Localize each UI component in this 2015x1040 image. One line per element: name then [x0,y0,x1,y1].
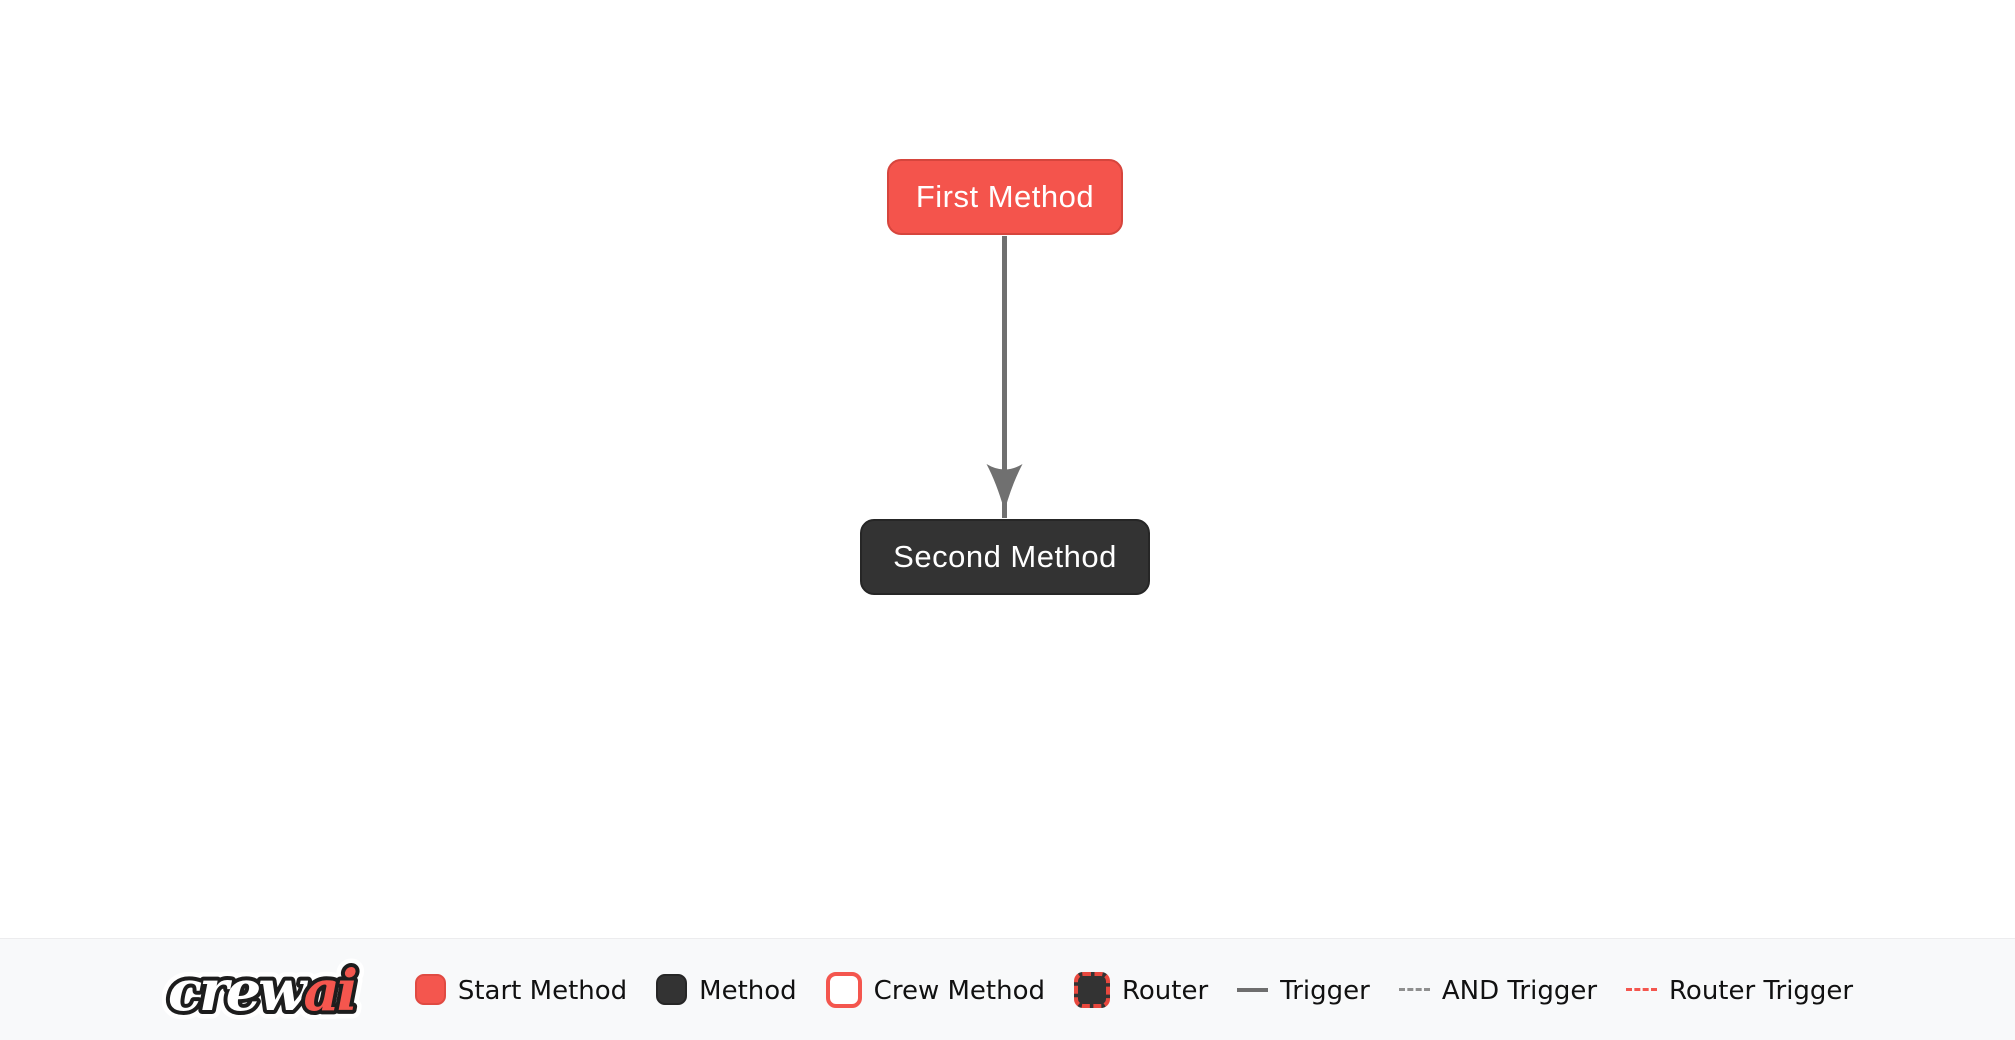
legend-item-crew-method: Crew Method [825,971,1045,1008]
legend-item-trigger: Trigger [1237,976,1370,1004]
edge-layer [986,236,1023,518]
legend-item-start-method: Start Method [414,974,628,1006]
legend-label: Method [699,975,797,1006]
svg-text:crewai: crewai [168,958,356,1024]
legend-item-method: Method [656,974,797,1005]
trigger-arrowhead[interactable] [986,464,1023,511]
flow-canvas[interactable]: First Method Second Method [0,0,2015,938]
node-first-method[interactable]: First Method [887,159,1123,235]
logo-crew-halo: crew [168,958,308,1024]
router-swatch [1073,971,1110,1008]
legend-item-router: Router [1073,971,1209,1008]
legend-label: Router [1121,975,1209,1006]
crew-method-swatch [825,971,862,1008]
node-second-method[interactable]: Second Method [860,519,1150,595]
router-trigger-line-swatch [1626,988,1658,991]
legend-label: Start Method [457,975,628,1006]
crewai-logo: crewai crewai [162,949,367,1032]
method-swatch [656,974,688,1005]
and-trigger-line-swatch [1398,988,1430,991]
legend-item-and-trigger: AND Trigger [1398,975,1598,1006]
logo-crew-text: crew [168,958,308,1024]
node-second-method-label: Second Method [893,539,1117,574]
logo-ai-text: ai [303,958,355,1024]
legend-item-router-trigger: Router Trigger [1626,976,1853,1004]
trigger-line-swatch [1237,987,1269,992]
legend-label: Router Trigger [1669,975,1854,1006]
node-first-method-label: First Method [915,179,1095,214]
start-method-swatch [414,974,446,1005]
legend-bar: crewai crewai Start Method Method Crew M… [0,938,2015,1040]
legend-label: AND Trigger [1441,975,1598,1006]
legend-label: Trigger [1280,975,1370,1006]
legend-label: Crew Method [873,975,1045,1006]
